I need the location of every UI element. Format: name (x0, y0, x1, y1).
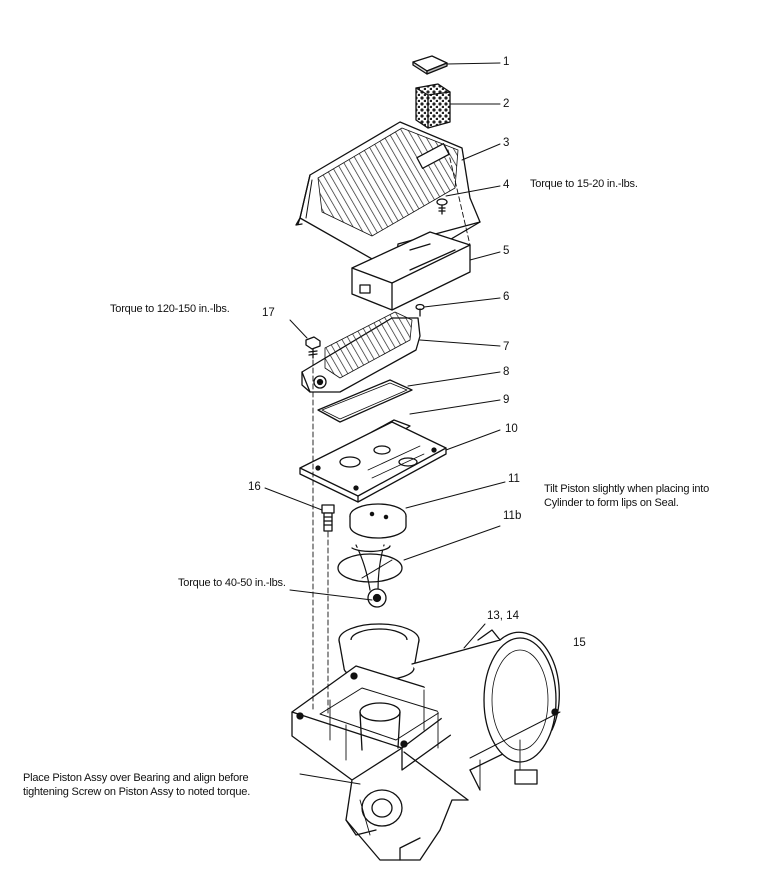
muffler-box-part (351, 231, 471, 311)
part-label-9: 9 (503, 394, 510, 406)
motor-part (403, 629, 561, 801)
leader-lines (264, 62, 506, 785)
alignment-lines (312, 149, 471, 717)
small-screw-part (415, 303, 425, 317)
part-label-3: 3 (503, 137, 510, 149)
head-bolt-part (305, 336, 321, 359)
part-label-10: 10 (505, 423, 518, 435)
breather-fitting-part (321, 504, 335, 532)
part-label-8: 8 (503, 366, 510, 378)
valve-plate-part (299, 421, 447, 503)
part-label-4: 4 (503, 179, 510, 191)
part-label-2: 2 (503, 98, 510, 110)
note-torque-piston: Torque to 40-50 in.-lbs. (178, 577, 286, 589)
note-torque-cover: Torque to 15-20 in.-lbs. (530, 178, 638, 190)
part-label-11: 11 (508, 473, 520, 485)
note-place-piston: Place Piston Assy over Bearing and align… (23, 772, 251, 798)
base-mount-part (345, 779, 469, 861)
head-gasket-part (317, 379, 413, 423)
piston-seal-part (337, 544, 403, 608)
part-label-17: 17 (262, 307, 275, 319)
cylinder-head-part (301, 311, 421, 393)
part-label-11b: 11b (503, 510, 522, 522)
part-label-6: 6 (503, 291, 510, 303)
note-torque-head: Torque to 120-150 in.-lbs. (110, 303, 230, 315)
crankcase-housing-part (291, 665, 467, 781)
note-tilt-piston: Tilt Piston slightly when placing into C… (544, 483, 710, 509)
part-label-1: 1 (503, 56, 510, 68)
filter-cap-part (412, 55, 448, 75)
part-label-13-14: 13, 14 (487, 610, 519, 622)
part-label-5: 5 (503, 245, 510, 257)
part-label-16: 16 (248, 481, 261, 493)
part-label-15: 15 (573, 637, 586, 649)
foam-filter-part (415, 83, 451, 129)
piston-head-part (349, 503, 407, 539)
cover-screw-part (436, 198, 448, 215)
part-label-7: 7 (503, 341, 510, 353)
